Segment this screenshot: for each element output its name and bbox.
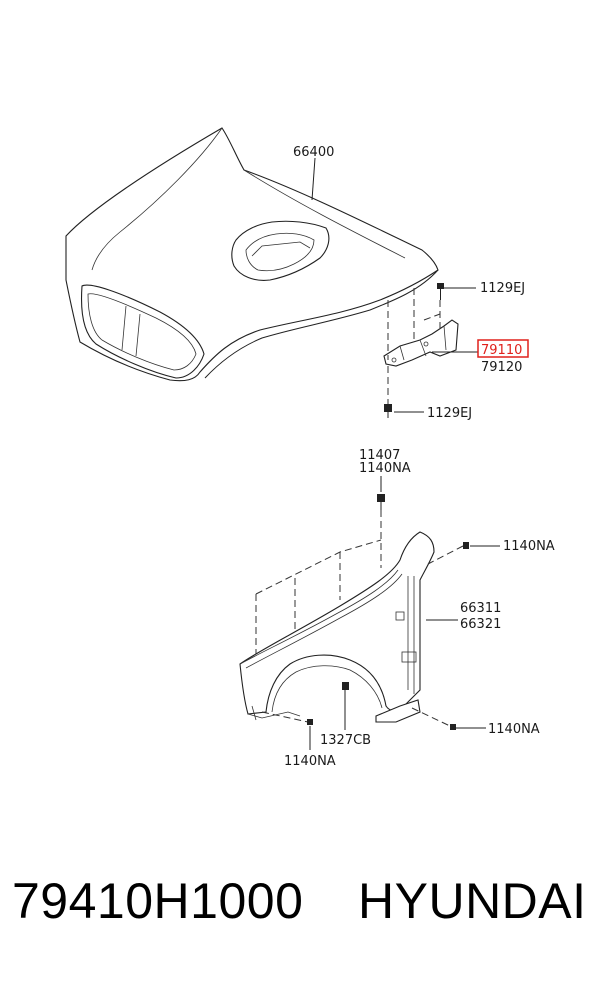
- hood-label: 66400: [293, 145, 334, 160]
- bolt-icon: [377, 494, 385, 510]
- fender-screw-right-label: 1140NA: [503, 539, 555, 554]
- hood-hinge-part: [383, 319, 459, 367]
- fender-bolt-b-label: 1140NA: [359, 461, 411, 476]
- bolt-icon: [437, 283, 444, 300]
- fender-screw-right-dash: [427, 545, 464, 565]
- hinge-bolt-top-label: 1129EJ: [480, 281, 525, 296]
- fender-screw-br-label: 1140NA: [488, 722, 540, 737]
- fender-bolt-a-label: 11407: [359, 448, 400, 463]
- bolt-icon: [384, 404, 392, 418]
- part-number: 79410H1000: [12, 873, 304, 929]
- brand-name: HYUNDAI: [358, 873, 587, 929]
- fender-rh-label: 66321: [460, 617, 501, 632]
- hinge-lh-label: 79110: [481, 343, 522, 358]
- fender-screw-br-dash: [411, 707, 451, 727]
- part-info-footer: 79410H1000 HYUNDAI: [0, 872, 600, 952]
- hinge-bolt-bottom-label: 1129EJ: [427, 406, 472, 421]
- hinge-rh-label: 79120: [481, 360, 522, 375]
- screw-icon: [463, 542, 469, 549]
- fender-part: [239, 531, 435, 723]
- fender-screw-bl-label: 1140NA: [284, 754, 336, 769]
- hood-part: [65, 127, 439, 382]
- hinge-dash-link: [423, 313, 441, 321]
- highlight-box: [477, 339, 529, 358]
- clip-icon: [342, 682, 349, 690]
- clip-label: 1327CB: [320, 733, 371, 748]
- hood-leader: [311, 157, 316, 201]
- screw-icon: [450, 724, 456, 730]
- fender-screw-bl-dash: [261, 711, 309, 723]
- fender-lh-label: 66311: [460, 601, 501, 616]
- fender-dash-top: [255, 539, 382, 595]
- screw-icon: [307, 719, 313, 725]
